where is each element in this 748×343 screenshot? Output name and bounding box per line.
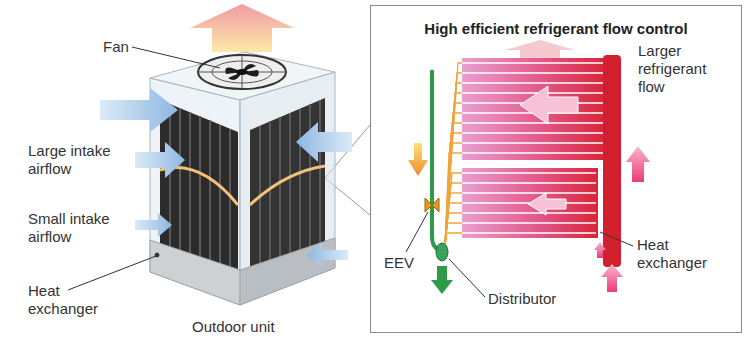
heat-exchanger-coil (462, 172, 596, 174)
exhaust-arrow (190, 4, 294, 52)
expansion-valve (425, 198, 439, 212)
airflow-label: Small intake airflow (28, 210, 128, 246)
heat-exchanger-coil (209, 120, 211, 280)
capillary-tube (445, 153, 462, 246)
heat-exchanger-coil (462, 58, 605, 160)
flow-arrow (626, 146, 650, 182)
heat-exchanger-coil (462, 92, 603, 94)
capillary-tube (445, 143, 462, 246)
header-pipe (603, 55, 621, 267)
flow-label: Larger refrigerant flow (638, 42, 733, 96)
intake-arrow (100, 88, 352, 267)
heat-exchanger-coil (319, 100, 321, 264)
heat-exchanger-coil (462, 222, 596, 224)
unit-top (150, 52, 335, 100)
heat-exchanger-coil (462, 62, 603, 64)
leader-line (406, 212, 428, 252)
intake-arrow (306, 243, 348, 267)
intake-arrow (135, 213, 172, 237)
heat-exchanger-coil (462, 142, 603, 144)
heat-exchanger-coil (289, 113, 291, 276)
inset-panel: High efficient refrigerant flow control (370, 5, 742, 333)
part-label: EEV (384, 254, 424, 272)
heat-exchanger-coil (229, 129, 231, 287)
capillary-tube (445, 63, 462, 246)
exhaust-arrow (505, 40, 575, 58)
capillary-tube (445, 173, 462, 246)
part-label: Heat exchanger (637, 236, 722, 272)
intake-arrow (135, 142, 185, 178)
leader-line (132, 47, 220, 68)
leader-line (155, 253, 159, 257)
capillary-tube (445, 183, 462, 246)
leader-line (449, 259, 485, 297)
heat-exchanger-coil (462, 212, 596, 214)
capillary-tube (445, 193, 462, 246)
capillary-tube (445, 73, 462, 246)
capillary-tube (445, 103, 462, 246)
fan (236, 69, 248, 75)
heat-exchanger-coil (179, 108, 181, 269)
heat-exchanger-coil (462, 132, 603, 134)
part-label: Outdoor unit (192, 318, 302, 336)
flow-arrow (431, 266, 453, 294)
part-label: Fan (103, 38, 163, 56)
intake-arrow (296, 122, 352, 162)
heat-exchanger-coil (299, 109, 301, 272)
heat-exchanger-coil (462, 168, 598, 238)
heat-exchanger-coil (462, 152, 603, 154)
leader-line (68, 256, 156, 290)
unit-base (150, 238, 335, 305)
heat-exchanger-coil (462, 63, 603, 233)
part-label: Heat exchanger (28, 282, 113, 318)
flow-arrow (408, 143, 428, 176)
capillary-tube (445, 123, 462, 246)
heat-exchanger-coil (462, 192, 596, 194)
heat-exchanger-coil (309, 104, 311, 268)
capillary-tube (445, 203, 462, 246)
intake-arrow (100, 88, 178, 132)
heat-exchanger-coil (169, 104, 171, 266)
heat-exchanger-coil (520, 86, 578, 124)
heat-exchanger-coil (160, 168, 238, 205)
fan (198, 55, 286, 89)
heat-exchanger-coil (462, 232, 596, 234)
capillary-tube (445, 93, 462, 246)
heat-exchanger-coil (199, 116, 201, 276)
leader-line (68, 47, 220, 290)
fan (198, 55, 286, 89)
heat-exchanger-coil (250, 166, 325, 205)
capillary-tube (445, 83, 462, 246)
flow-arrow (594, 242, 606, 258)
airflow-label: Large intake airflow (28, 142, 128, 178)
capillary-tube (445, 133, 462, 246)
refrigerant-pipe (432, 70, 440, 250)
heat-exchanger-coil (462, 72, 603, 74)
unit-housing (240, 72, 335, 305)
heat-exchanger-coil (279, 117, 281, 280)
heat-exchanger-coil (219, 125, 221, 283)
fan (225, 64, 258, 80)
capillary-tube (445, 63, 462, 246)
capillary-tube (445, 223, 462, 246)
capillary-tube (445, 213, 462, 246)
leader-line (600, 232, 633, 246)
capillary-tube (445, 113, 462, 246)
leader-line (406, 212, 633, 297)
flow-arrow (601, 264, 623, 292)
unit-base (150, 240, 240, 305)
heat-exchanger-coil (528, 193, 566, 215)
heat-exchanger-coil (160, 166, 325, 205)
heat-exchanger-coil (462, 82, 603, 84)
part-label: Distributor (488, 290, 578, 308)
heat-exchanger-coil (462, 122, 603, 124)
heat-exchanger-coil (462, 58, 605, 238)
panel-title: High efficient refrigerant flow control (371, 6, 741, 38)
heat-exchanger-coil (462, 182, 596, 184)
distributor (436, 243, 448, 261)
capillary-tube (445, 233, 462, 246)
heat-exchanger-coil (189, 112, 191, 273)
unit-housing (150, 72, 335, 305)
